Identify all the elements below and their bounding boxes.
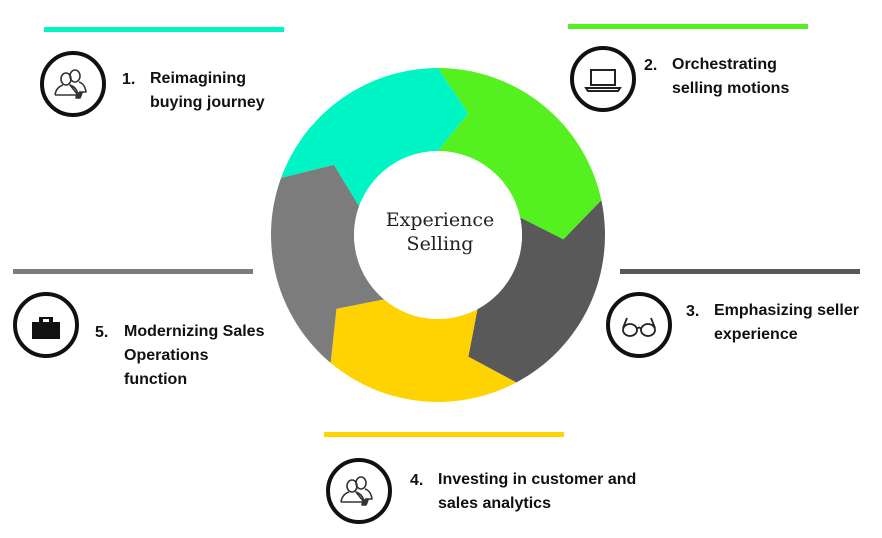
step-4-label-line1: Investing in customer and <box>438 471 637 488</box>
step-1-label: Reimagining buying journey <box>150 67 265 115</box>
step-1-number: 1. <box>122 71 136 88</box>
step-2-label-line1: Orchestrating <box>672 56 777 73</box>
step-4-bar <box>324 432 564 437</box>
step-3-icon-circle <box>606 292 672 358</box>
wheel-segment-3 <box>468 200 605 383</box>
step-5-bar <box>13 269 253 274</box>
laptop-icon <box>584 69 622 92</box>
wheel-center <box>354 151 522 319</box>
glasses-icon <box>622 317 656 337</box>
step-1-label-line1: Reimagining <box>150 70 247 87</box>
wheel-segment-2 <box>438 68 602 240</box>
step-5-label-line1: Modernizing Sales <box>124 323 265 340</box>
step-2-label: Orchestrating selling motions <box>672 53 789 101</box>
step-2-label-line2: selling motions <box>672 80 790 97</box>
step-3-label: Emphasizing seller experience <box>714 299 859 347</box>
center-title-line1: Experience <box>386 209 495 231</box>
step-3-label-line2: experience <box>714 326 798 343</box>
step-4-icon-circle <box>326 458 392 524</box>
users-icon <box>54 69 87 99</box>
step-4-label-line2: sales analytics <box>438 495 551 512</box>
step-5-label: Modernizing Sales Operations function <box>124 320 264 392</box>
wheel-segment-1 <box>281 68 469 207</box>
step-3-label-line1: Emphasizing seller <box>714 302 859 319</box>
step-1-bar <box>44 27 284 32</box>
step-4-label: Investing in customer and sales analytic… <box>438 468 636 516</box>
step-3-number: 3. <box>686 303 700 320</box>
users-icon <box>340 476 373 506</box>
step-5-label-line3: function <box>124 371 188 388</box>
step-2-icon-circle <box>570 46 636 112</box>
center-title-line2: Selling <box>407 233 474 255</box>
briefcase-icon <box>32 317 60 339</box>
step-1-label-line2: buying journey <box>150 94 265 111</box>
step-4-number: 4. <box>410 472 424 489</box>
step-2-number: 2. <box>644 57 658 74</box>
step-2-bar <box>568 24 808 29</box>
step-5-icon-circle <box>13 292 79 358</box>
step-1-icon-circle <box>40 51 106 117</box>
step-5-label-line2: Operations <box>124 347 209 364</box>
wheel-segment-4 <box>330 299 517 402</box>
wheel-segment-5 <box>270 164 385 363</box>
step-3-bar <box>620 269 860 274</box>
step-5-number: 5. <box>95 324 109 341</box>
